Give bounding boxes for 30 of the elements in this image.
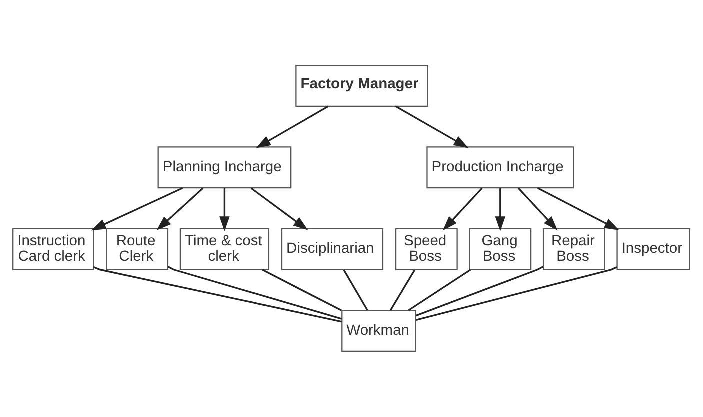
arrow (156, 188, 204, 231)
node-box: Planning Incharge (158, 146, 292, 189)
arrow (250, 188, 308, 230)
arrow (91, 187, 184, 231)
node-box: Repair Boss (542, 228, 606, 270)
node-box: Workman (342, 310, 416, 352)
arrow (395, 106, 469, 148)
connector (343, 270, 368, 311)
node-box: Speed Boss (395, 228, 458, 270)
node-box: Instruction Card clerk (12, 228, 94, 270)
arrow (220, 188, 230, 232)
arrow (518, 188, 558, 231)
node-box: Factory Manager (296, 64, 428, 107)
node-box: Production Incharge (426, 146, 574, 189)
connector (390, 270, 416, 311)
node-box: Disciplinarian (281, 228, 384, 270)
node-box: Inspector (616, 228, 690, 270)
arrow (256, 106, 329, 148)
arrow (495, 188, 506, 232)
connector (168, 266, 342, 320)
connector (416, 266, 618, 322)
connector (94, 266, 342, 323)
node-box: Route Clerk (106, 228, 169, 270)
connector (416, 266, 544, 317)
arrow (442, 188, 483, 231)
connector (408, 269, 472, 312)
connector (262, 269, 342, 312)
node-box: Time & cost clerk (180, 228, 270, 270)
node-box: Gang Boss (469, 228, 532, 270)
arrow (538, 187, 620, 230)
